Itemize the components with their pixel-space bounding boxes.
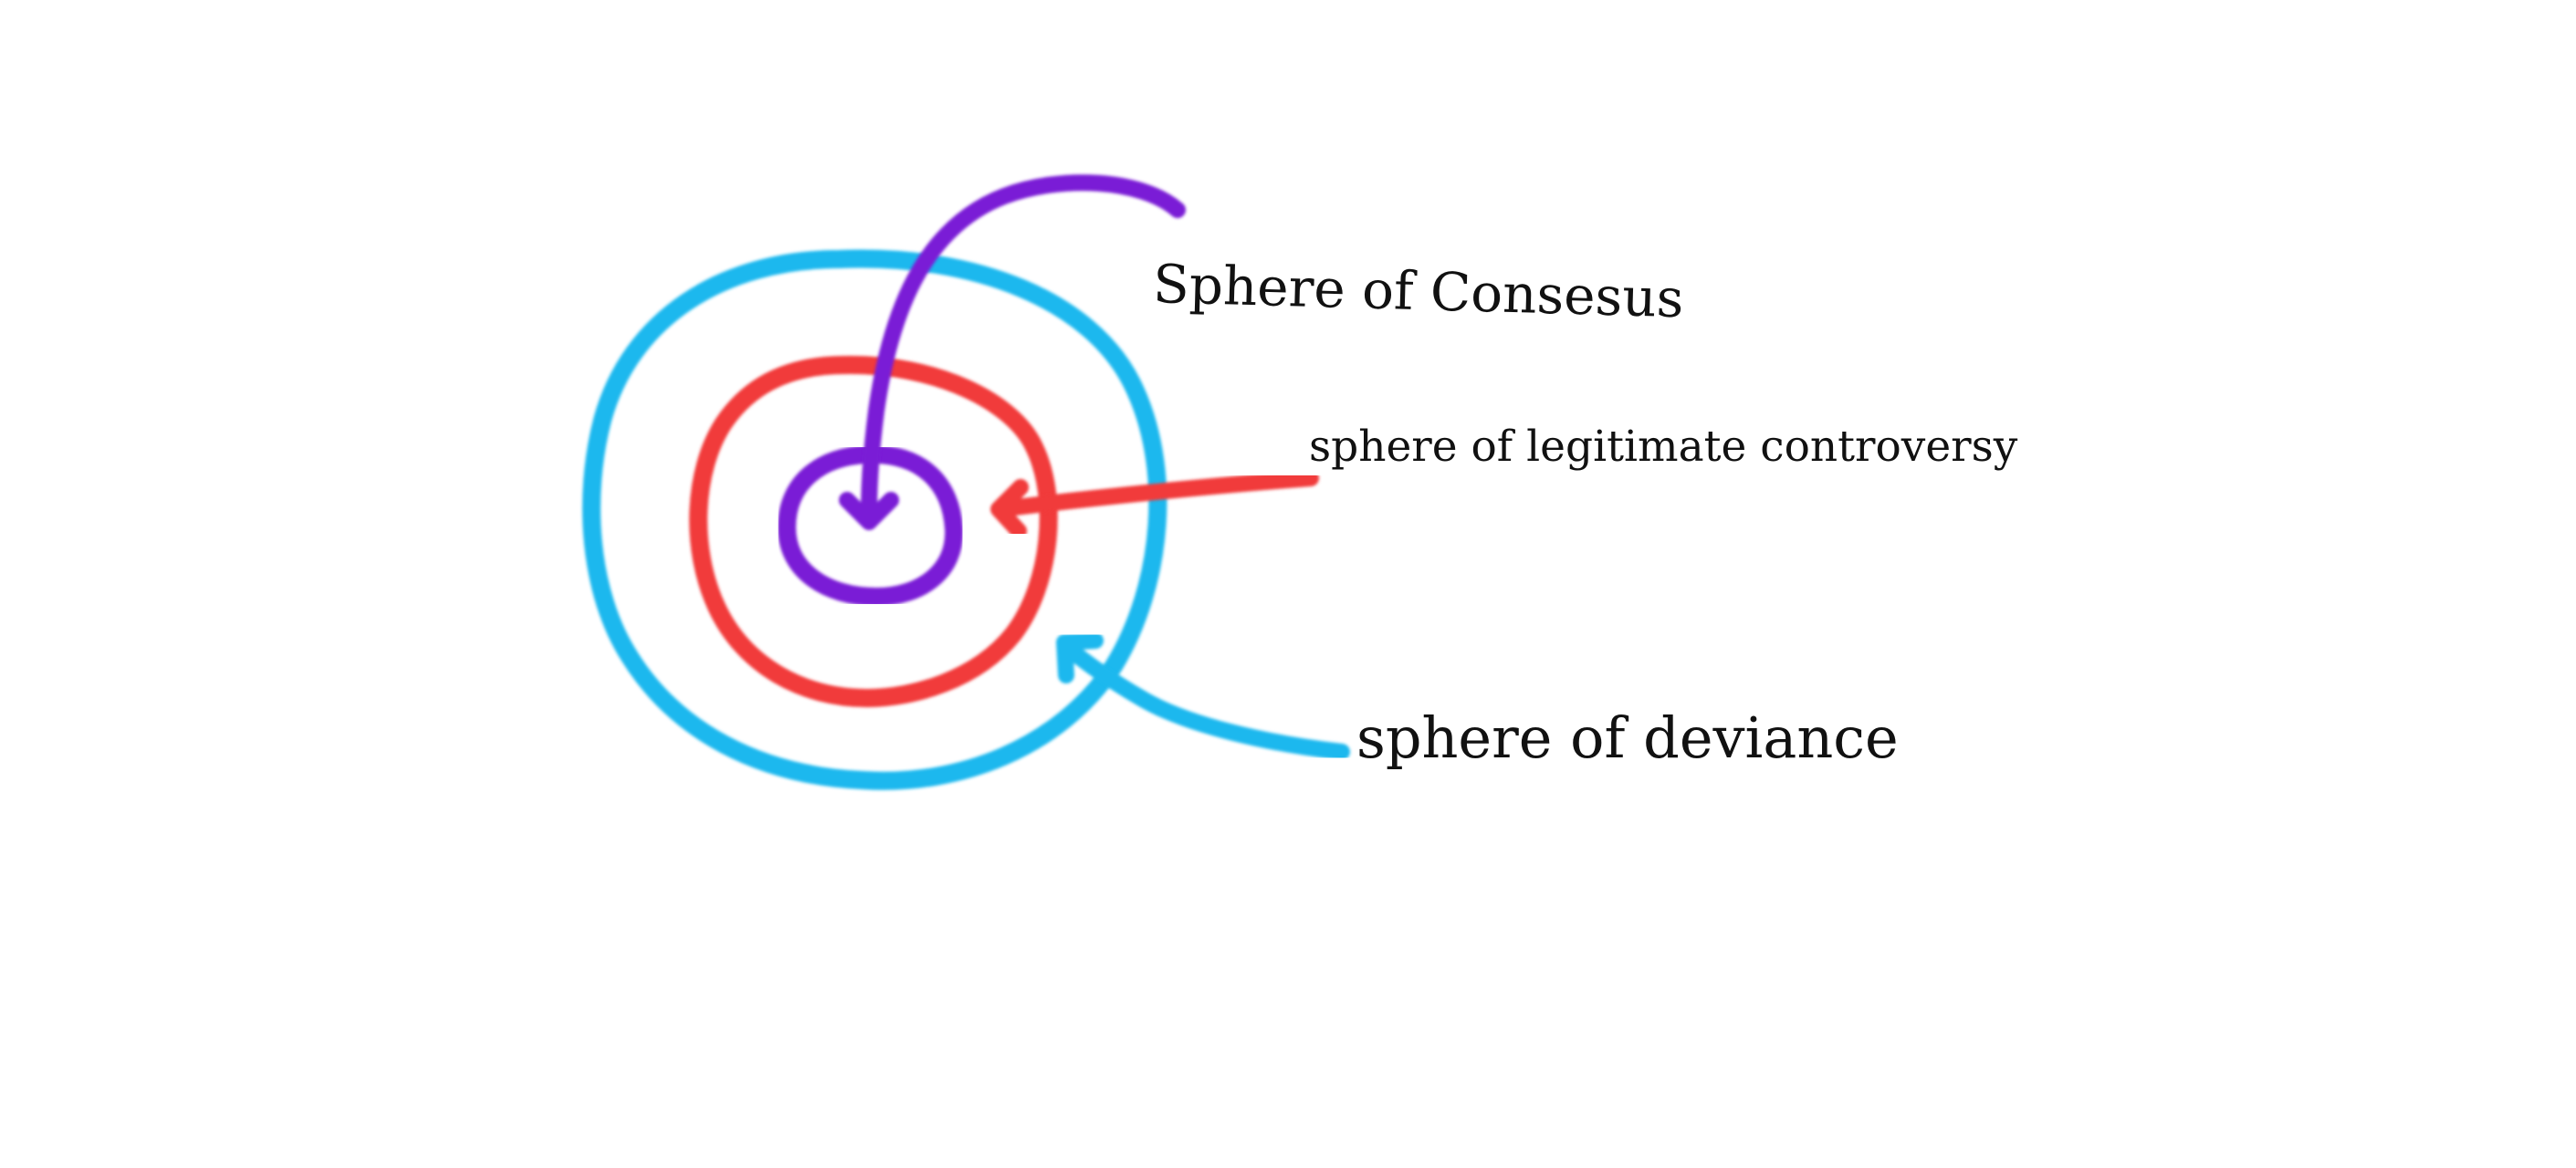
sphere-of-legitimate-controversy-label: sphere of legitimate controversy xyxy=(1309,422,2018,472)
arrow-down-icon xyxy=(839,174,1186,530)
sphere-of-deviance-label: sphere of deviance xyxy=(1356,704,1899,771)
sphere-of-consensus-label: Sphere of Consesus xyxy=(1152,253,1685,330)
sphere-of-deviance-ring xyxy=(581,249,1168,790)
sphere-of-consensus-ring xyxy=(778,444,964,606)
sphere-of-legitimate-controversy-ring xyxy=(689,355,1058,707)
arrow-up-left-icon xyxy=(1056,632,1350,760)
arrow-left-icon xyxy=(990,470,1319,539)
